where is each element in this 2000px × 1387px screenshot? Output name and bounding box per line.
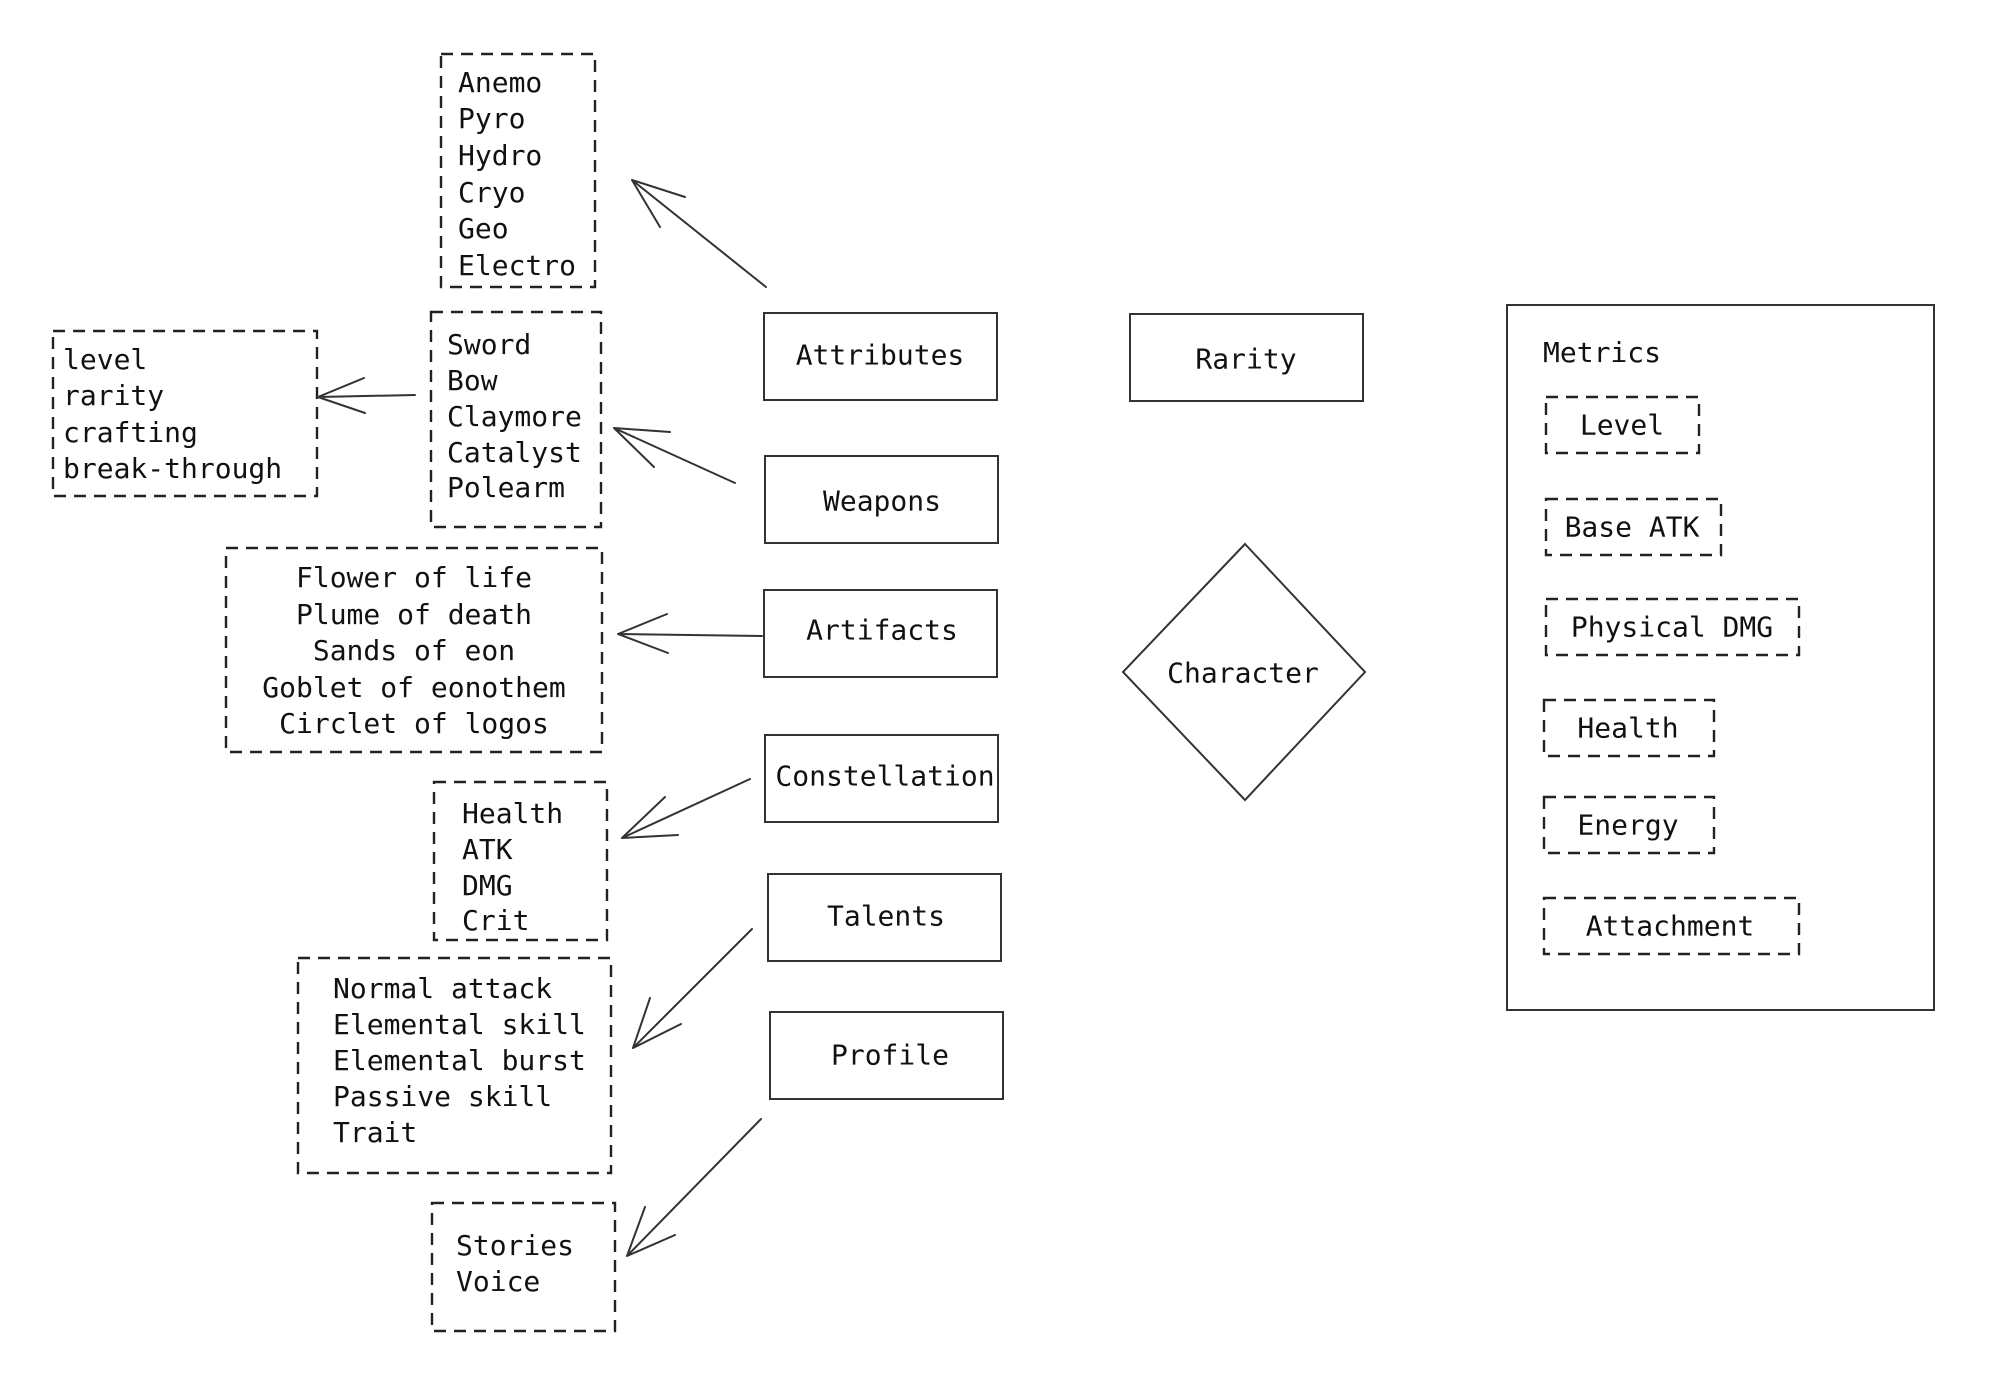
weapon-prop-item: break-through — [63, 452, 282, 485]
metric-box-base-atk — [1544, 497, 1723, 557]
metric-energy: Energy — [1577, 809, 1678, 842]
artifacts-node — [763, 589, 998, 678]
metric-box-attachment — [1542, 896, 1801, 956]
metrics-title: Metrics — [1543, 336, 1661, 369]
metric-box-level — [1544, 395, 1701, 455]
arrow-constellation-to-stats — [621, 778, 751, 839]
talent-types-list-box — [296, 956, 613, 1175]
weapon-types-list-box — [429, 310, 603, 529]
metric-health: Health — [1577, 712, 1678, 745]
profile-item: Voice — [456, 1265, 540, 1298]
artifact-type-item: Sands of eon — [313, 634, 515, 667]
metric-box-health — [1542, 698, 1716, 758]
arrow-artifacts-to-artifact-types — [617, 613, 763, 654]
weapon-type-item: Bow — [447, 364, 498, 397]
elements-list-box — [439, 52, 597, 289]
artifact-type-item: Circlet of logos — [279, 707, 549, 740]
talents-label: Talents — [827, 900, 945, 933]
arrow-weapons-to-weapon-types — [613, 427, 736, 484]
talent-type-item: Trait — [333, 1116, 417, 1149]
element-item: Geo — [458, 212, 509, 245]
constellation-stat-item: DMG — [462, 869, 513, 902]
artifacts-label: Artifacts — [806, 614, 958, 647]
metric-physical-dmg: Physical DMG — [1571, 611, 1773, 644]
profile-items-list-box — [430, 1201, 617, 1333]
talents-node — [767, 873, 1002, 962]
rarity-node — [1129, 313, 1364, 402]
element-item: Cryo — [458, 176, 525, 209]
artifact-type-item: Goblet of eonothem — [262, 671, 565, 704]
constellation-stat-item: Crit — [462, 904, 529, 937]
weapon-type-item: Claymore — [447, 400, 582, 433]
weapon-props-list-box — [51, 329, 319, 498]
rarity-label: Rarity — [1195, 343, 1296, 376]
weapon-prop-item: level — [63, 343, 147, 376]
weapon-prop-item: rarity — [63, 379, 164, 412]
metric-base-atk: Base ATK — [1565, 511, 1700, 544]
constellation-stat-item: Health — [462, 797, 563, 830]
talent-type-item: Elemental skill — [333, 1008, 586, 1041]
element-item: Anemo — [458, 66, 542, 99]
weapon-prop-item: crafting — [63, 416, 198, 449]
arrow-profile-to-profile-items — [626, 1118, 762, 1257]
constellation-label: Constellation — [775, 760, 994, 793]
weapon-type-item: Polearm — [447, 471, 565, 504]
character-node — [1121, 542, 1367, 802]
attributes-node — [763, 312, 998, 401]
metric-attachment: Attachment — [1586, 910, 1755, 943]
attributes-label: Attributes — [796, 339, 965, 372]
arrow-weapon-types-to-props — [317, 377, 416, 414]
element-item: Electro — [458, 249, 576, 282]
element-item: Pyro — [458, 102, 525, 135]
constellation-stat-item: ATK — [462, 833, 513, 866]
metric-box-physical-dmg — [1544, 597, 1801, 657]
metric-level: Level — [1580, 409, 1664, 442]
character-label: Character — [1167, 657, 1319, 690]
metrics-panel — [1506, 304, 1935, 1011]
weapons-node — [764, 455, 999, 544]
talent-type-item: Normal attack — [333, 972, 552, 1005]
artifact-type-item: Flower of life — [296, 561, 532, 594]
constellation-stats-list-box — [432, 780, 609, 942]
metric-box-energy — [1542, 795, 1716, 855]
profile-label: Profile — [831, 1039, 949, 1072]
artifact-types-list-box — [224, 546, 604, 754]
weapon-type-item: Sword — [447, 328, 531, 361]
weapons-label: Weapons — [823, 485, 941, 518]
arrow-attributes-to-elements — [631, 179, 767, 288]
talent-type-item: Passive skill — [333, 1080, 552, 1113]
weapon-type-item: Catalyst — [447, 436, 582, 469]
artifact-type-item: Plume of death — [296, 598, 532, 631]
constellation-node — [764, 734, 999, 823]
profile-node — [769, 1011, 1004, 1100]
talent-type-item: Elemental burst — [333, 1044, 586, 1077]
profile-item: Stories — [456, 1229, 574, 1262]
arrow-talents-to-talent-types — [632, 928, 753, 1049]
element-item: Hydro — [458, 139, 542, 172]
